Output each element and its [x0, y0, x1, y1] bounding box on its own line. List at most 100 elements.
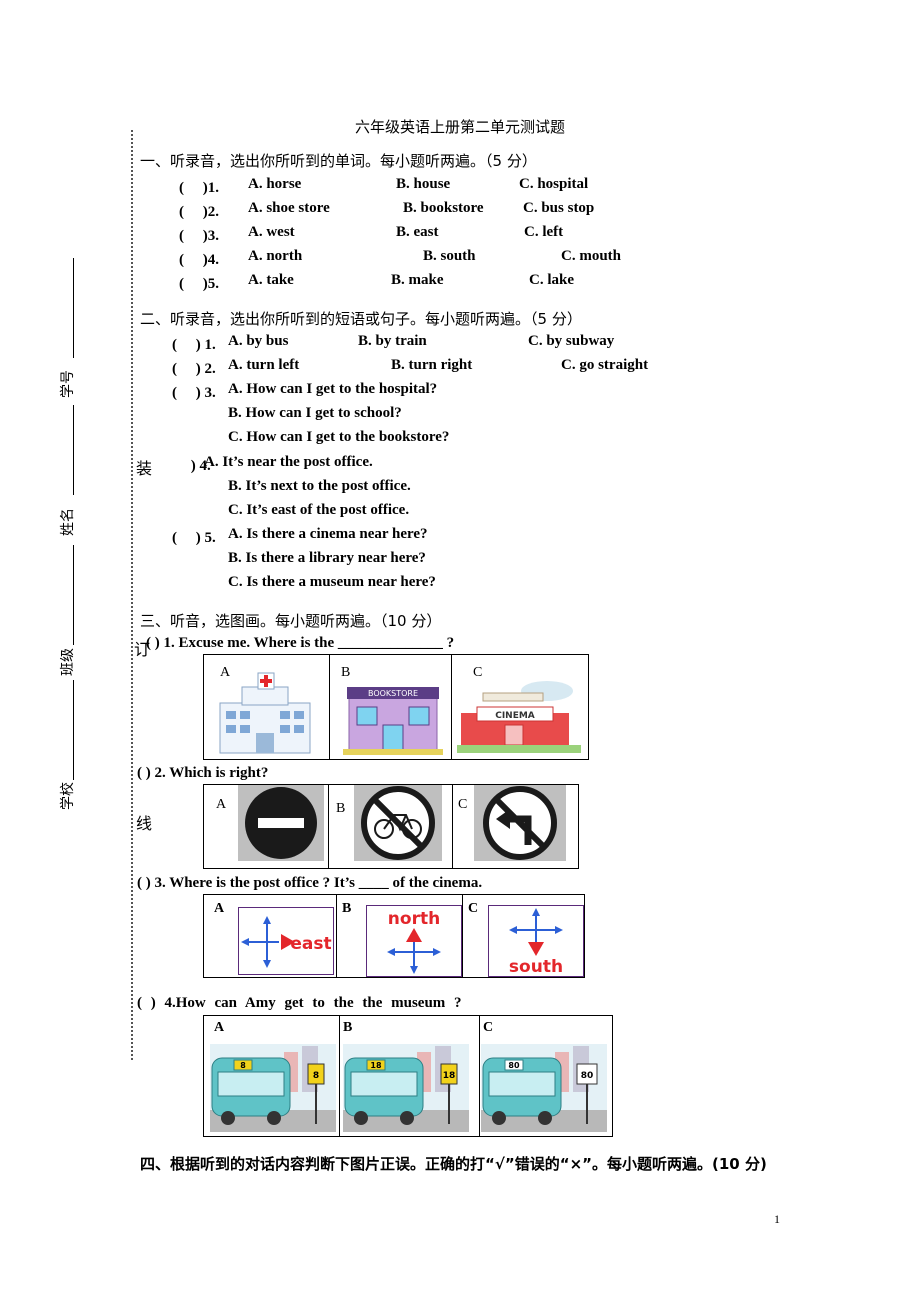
- p2-q2-c: C. go straight: [561, 357, 649, 373]
- p2-q1-b: B. by train: [358, 333, 427, 349]
- east-arrow-icon: east: [241, 916, 332, 968]
- p2-q2-num: ( ) 2.: [172, 361, 216, 377]
- p2-q2-b: B. turn right: [391, 357, 473, 373]
- p3-q3-pictures: A east B north C: [203, 894, 585, 978]
- option-label: B: [343, 1020, 353, 1035]
- p2-q4-num: ) 4.: [172, 458, 211, 474]
- p2-q3-a: A. How can I get to the hospital?: [228, 381, 438, 397]
- south-label: south: [509, 957, 563, 976]
- xian-char: 线: [136, 814, 153, 833]
- option-label: A: [214, 901, 225, 916]
- cinema-sign: CINEMA: [495, 711, 535, 721]
- p3-q3-option-b[interactable]: B north: [336, 895, 463, 977]
- option-label: C: [458, 797, 468, 812]
- option-label: B: [342, 901, 352, 916]
- p3-q4-option-a[interactable]: A 8 8: [204, 1016, 340, 1136]
- p1-q4-a: A. north: [248, 248, 303, 264]
- bus-number: 80: [508, 1061, 520, 1070]
- p1-q1-b: B. house: [396, 176, 451, 192]
- p1-q4-c: C. mouth: [561, 248, 622, 264]
- p3-q1-text: ( ) 1. Excuse me. Where is the _________…: [146, 635, 455, 651]
- page-number: 1: [774, 1212, 780, 1226]
- p3-q2-text: ( ) 2. Which is right?: [137, 765, 269, 781]
- south-arrow-icon: south: [509, 908, 563, 977]
- xuehao-label: 学号: [60, 370, 76, 398]
- compass-south: south: [488, 905, 584, 977]
- no-left-turn-sign-bg: [474, 785, 566, 861]
- xingming-line-1: [73, 405, 74, 495]
- p2-q4-a: A. It’s near the post office.: [204, 454, 373, 470]
- p1-q4-num: ( )4.: [179, 252, 219, 268]
- xuexiao-label: 学校: [60, 782, 76, 810]
- banji-label: 班级: [60, 648, 76, 676]
- stop-number: 8: [313, 1071, 319, 1081]
- option-label: C: [483, 1020, 494, 1035]
- p2-q4-c: C. It’s east of the post office.: [228, 502, 410, 518]
- stop-number: 18: [443, 1071, 456, 1081]
- no-left-turn-icon: [483, 786, 557, 860]
- p1-q2-b: B. bookstore: [403, 200, 484, 216]
- bus-route-80-icon: 80 80: [481, 1044, 607, 1132]
- no-bicycle-sign-bg: [354, 785, 442, 861]
- ding-char: 订: [134, 640, 151, 659]
- hospital-icon: [219, 672, 311, 754]
- p3-q1-option-b[interactable]: B BOOKSTORE: [329, 655, 452, 759]
- p2-q5-num: ( ) 5.: [172, 530, 216, 546]
- cinema-icon: CINEMA: [457, 681, 581, 753]
- option-label: C: [473, 665, 483, 680]
- p1-q5-b: B. make: [391, 272, 444, 288]
- p2-q2-a: A. turn left: [228, 357, 300, 373]
- p3-q2-pictures: A B C: [203, 784, 579, 869]
- p3-q3-option-a[interactable]: A east: [204, 895, 337, 977]
- p1-q5-c: C. lake: [529, 272, 574, 288]
- zhuang-char: 装: [136, 459, 153, 478]
- xuehao-line: [73, 258, 74, 358]
- p1-q4-b: B. south: [423, 248, 476, 264]
- p1-q2-a: A. shoe store: [248, 200, 330, 216]
- p2-q4-b: B. It’s next to the post office.: [228, 478, 411, 494]
- p1-q1-a: A. horse: [248, 176, 302, 192]
- no-entry-sign-bg: [238, 785, 324, 861]
- p1-q5-num: ( )5.: [179, 276, 219, 292]
- bookstore-icon: BOOKSTORE: [343, 687, 443, 755]
- p3-q3-option-c[interactable]: C south: [462, 895, 584, 977]
- p3-q1-option-c[interactable]: C CINEMA: [451, 655, 588, 759]
- p2-q3-b: B. How can I get to school?: [228, 405, 402, 421]
- p2-q1-num: ( ) 1.: [172, 337, 216, 353]
- bookstore-sign: BOOKSTORE: [368, 689, 418, 698]
- p3-q1-option-a[interactable]: A: [204, 655, 330, 759]
- p3-q4-option-b[interactable]: B 18 18: [339, 1016, 480, 1136]
- p3-q2-option-c[interactable]: C: [452, 785, 578, 868]
- p3-q4-option-c[interactable]: C 80 80: [479, 1016, 612, 1136]
- option-label: B: [341, 665, 351, 680]
- option-label: A: [214, 1020, 225, 1035]
- part2-heading: 二、听录音，选出你所听到的短语或句子。每小题听两遍。（5 分）: [140, 310, 582, 328]
- compass-east: east: [238, 907, 334, 975]
- binding-line: [131, 130, 133, 1060]
- p3-q3-text: ( ) 3. Where is the post office ? It’s _…: [137, 875, 483, 891]
- part1-heading: 一、听录音，选出你所听到的单词。每小题听两遍。（5 分）: [140, 152, 537, 170]
- p3-q2-option-b[interactable]: B: [328, 785, 453, 868]
- p2-q5-b: B. Is there a library near here?: [228, 550, 426, 566]
- page-title: 六年级英语上册第二单元测试题: [354, 118, 565, 136]
- east-label: east: [290, 934, 331, 954]
- stop-number: 80: [581, 1071, 594, 1081]
- xingming-label: 姓名: [60, 508, 76, 536]
- p2-q1-c: C. by subway: [528, 333, 615, 349]
- p3-q4-pictures: A 8 8 B 18 18: [203, 1015, 613, 1137]
- part3-heading: 三、听音，选图画。每小题听两遍。（10 分）: [140, 612, 442, 630]
- p3-q4-text: ( ) 4.How can Amy get to the the museum …: [137, 995, 462, 1011]
- p1-q1-num: ( )1.: [179, 180, 219, 196]
- bus-number: 8: [240, 1061, 246, 1070]
- p2-q3-c: C. How can I get to the bookstore?: [228, 429, 450, 445]
- north-label: north: [388, 909, 440, 929]
- option-label: A: [216, 797, 227, 812]
- p1-q2-c: C. bus stop: [523, 200, 595, 216]
- banji-line: [73, 545, 74, 645]
- option-label: C: [468, 901, 479, 916]
- p1-q3-b: B. east: [396, 224, 439, 240]
- p1-q3-c: C. left: [524, 224, 564, 240]
- north-arrow-icon: north: [387, 909, 441, 974]
- p3-q2-option-a[interactable]: A: [204, 785, 329, 868]
- p2-q3-num: ( ) 3.: [172, 385, 216, 401]
